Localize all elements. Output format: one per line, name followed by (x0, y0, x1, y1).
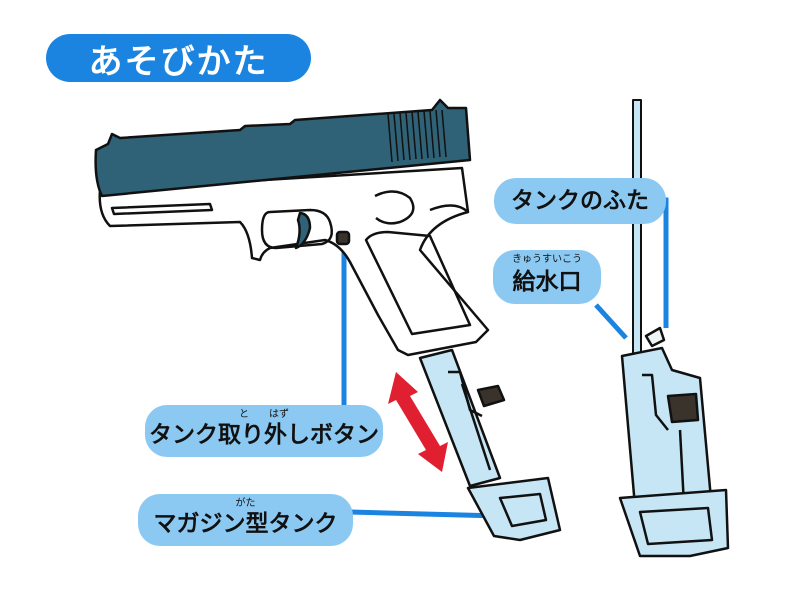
trigger (294, 211, 312, 250)
tank-standalone (618, 99, 730, 558)
ruby-port: きゅうすいこう (512, 254, 582, 265)
label-magazine-tank: がた マガジン型タンク (138, 494, 353, 546)
leader-port (594, 303, 628, 340)
grip-panel (364, 230, 472, 336)
ruby-release: と はず (239, 409, 289, 420)
label-tank-lid: タンクのふた (494, 178, 666, 224)
magazine-body (418, 348, 502, 488)
label-magazine-text: マガジン型タンク (153, 511, 338, 537)
pistol-slide (94, 98, 472, 198)
label-water-port: きゅうすいこう 給水口 (493, 250, 601, 304)
label-port-text: 給水口 (512, 269, 582, 295)
double-arrow-icon (388, 372, 448, 472)
slide-serrations (387, 109, 447, 163)
tank-rod (632, 99, 642, 357)
magazine-base (466, 476, 562, 542)
pistol-frame (98, 166, 490, 357)
leader-lines (341, 197, 669, 519)
pistol-drawing (94, 98, 490, 357)
magazine-tank (418, 348, 562, 542)
leader-lid (663, 197, 669, 328)
page-title: あそびかた (46, 34, 311, 82)
tank-base (618, 488, 730, 558)
leader-magazine (349, 509, 501, 519)
label-lid-text: タンクのふた (511, 188, 649, 214)
label-release-text: タンク取り外しボタン (149, 422, 379, 448)
label-release-button: と はず タンク取り外しボタン (145, 405, 383, 457)
release-button-part (335, 230, 351, 246)
trigger-guard (260, 208, 333, 250)
water-port-cap (644, 326, 666, 348)
ruby-magazine: がた (235, 498, 256, 509)
